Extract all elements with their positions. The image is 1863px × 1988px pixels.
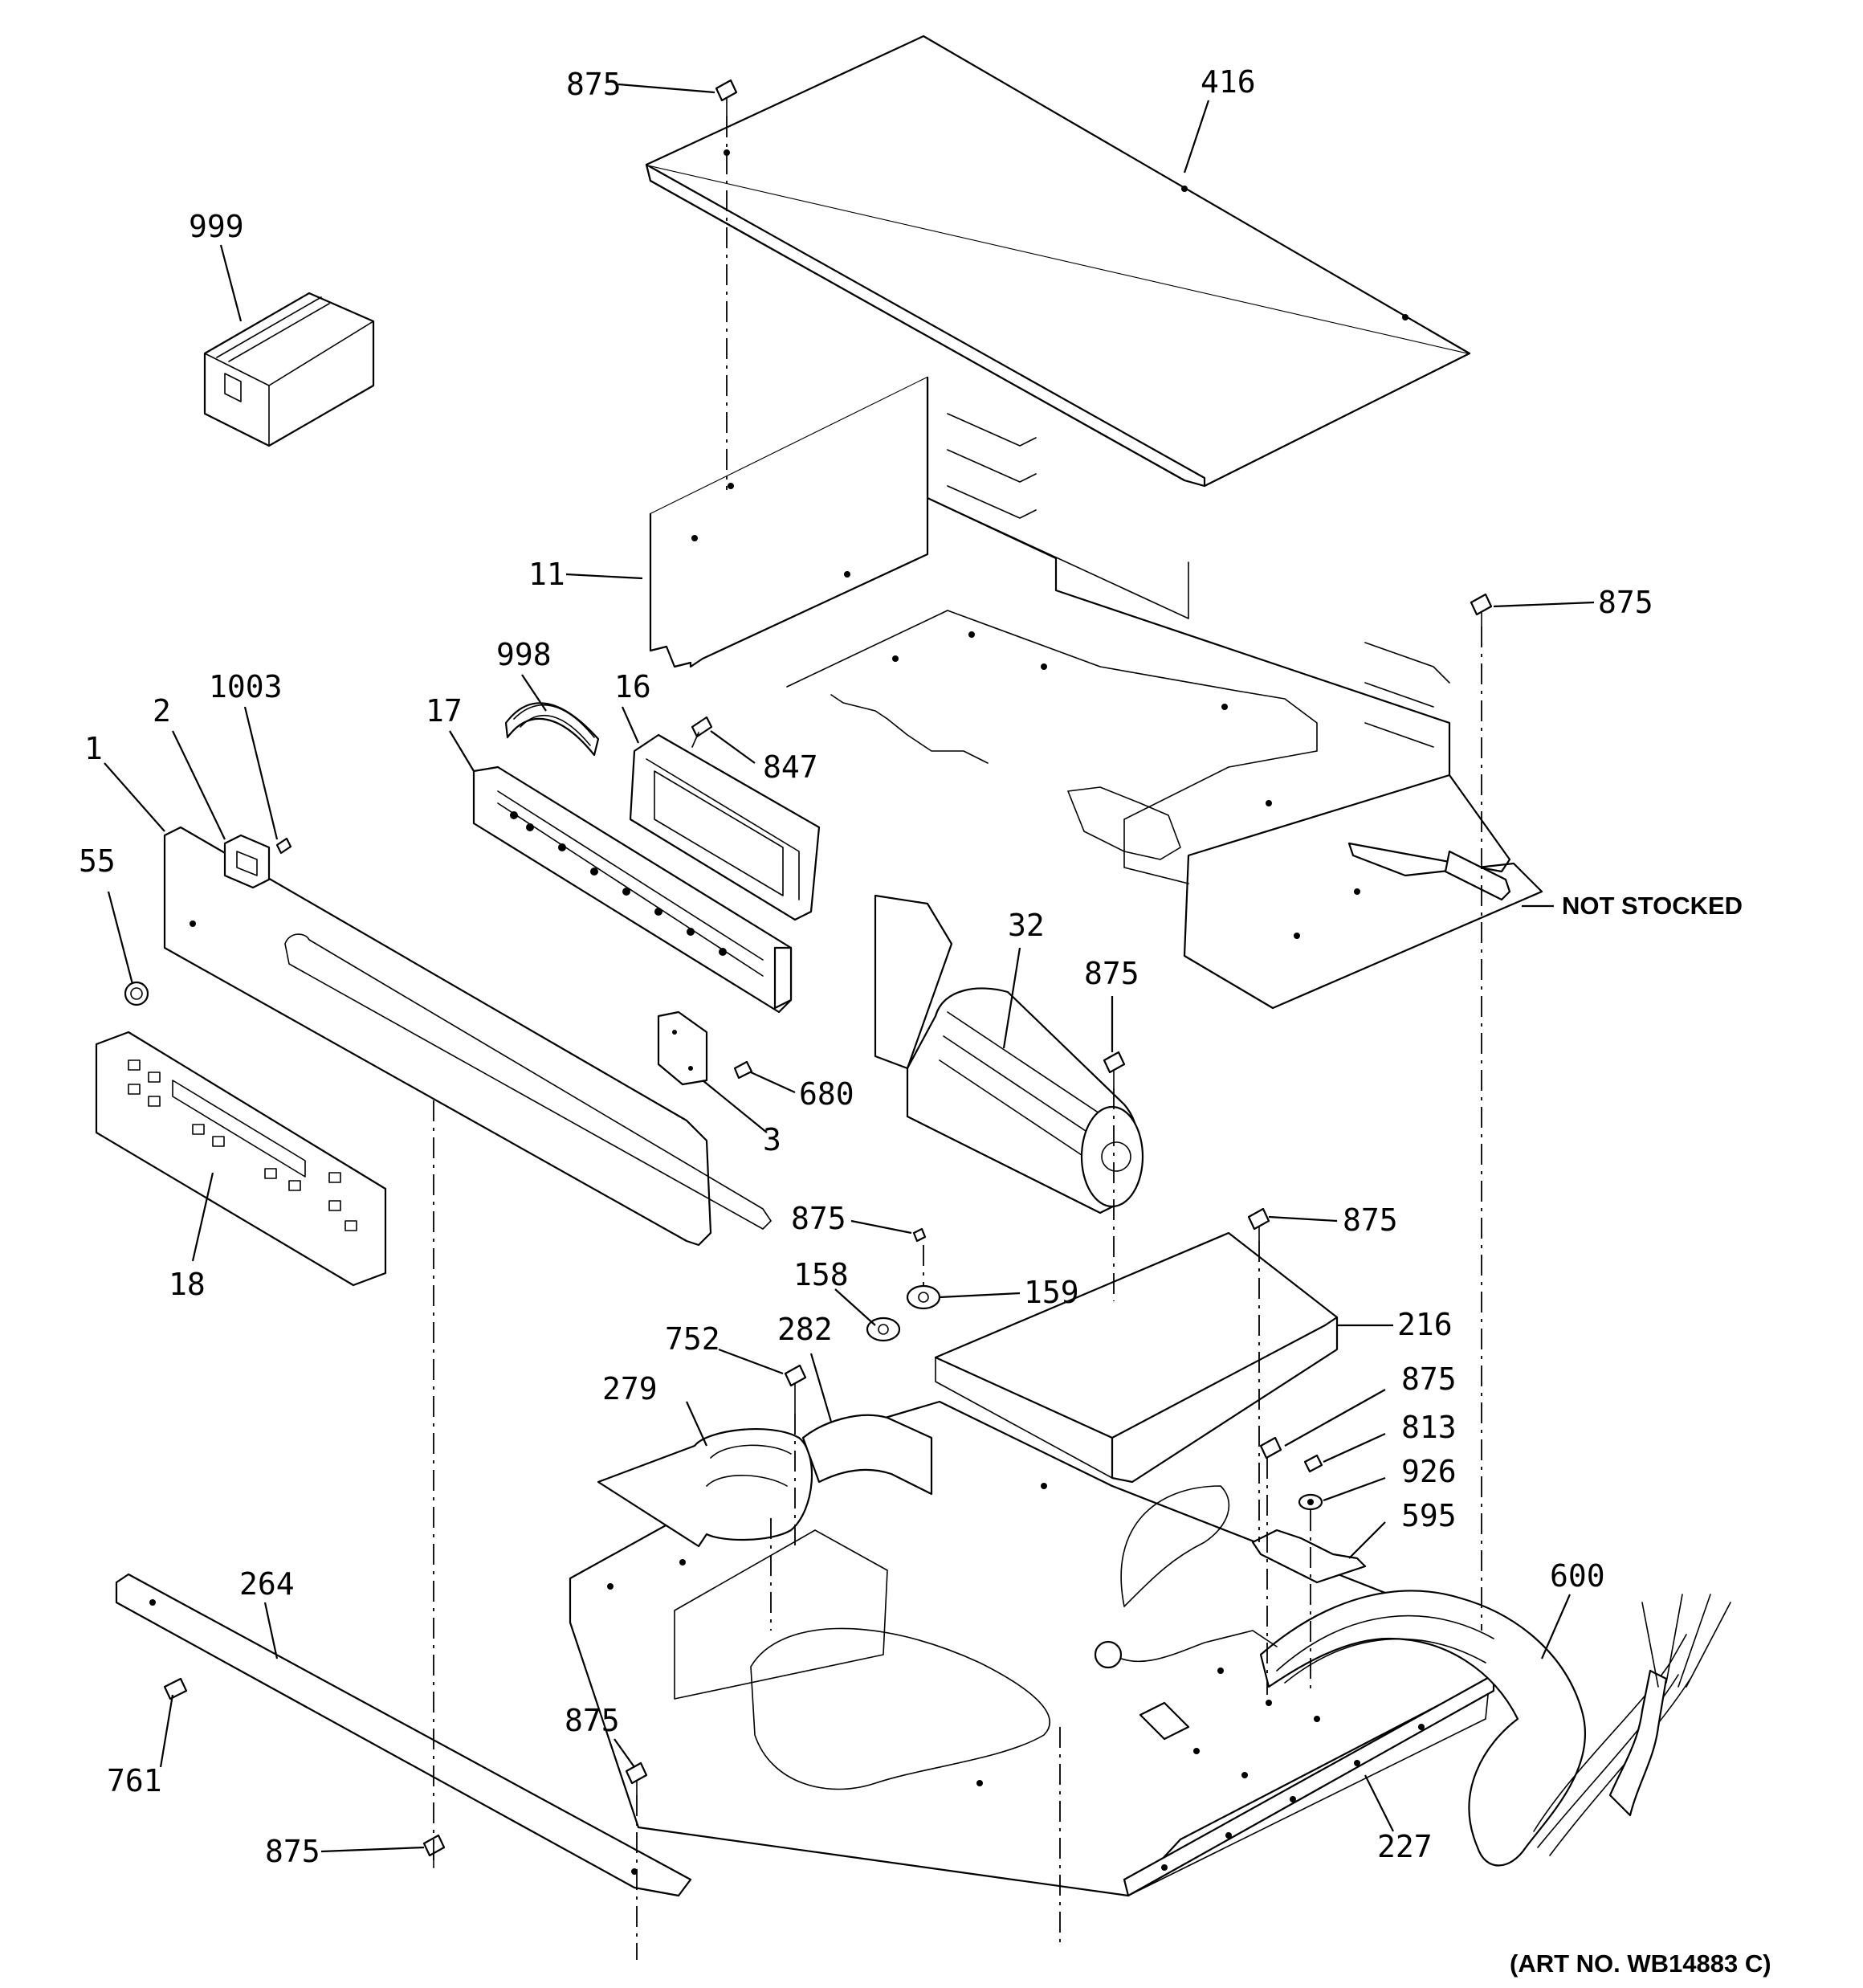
callout-875-fan: 875 [1084, 956, 1139, 991]
callout-875-216: 875 [1343, 1202, 1398, 1238]
callout-3: 3 [763, 1122, 781, 1157]
callout-279: 279 [602, 1371, 658, 1406]
callout-999: 999 [189, 209, 244, 244]
part-ribbon-cable [504, 702, 600, 757]
part-screw-813 [1303, 1454, 1323, 1473]
part-control-board [472, 765, 793, 1014]
part-screw-875-mid [912, 1227, 927, 1243]
part-power-cord [1094, 1590, 1731, 1867]
not-stocked-note: NOT STOCKED [1562, 892, 1743, 920]
callout-11: 11 [528, 557, 565, 592]
part-screw-875-216 [1247, 1207, 1270, 1242]
center-lines [433, 116, 1482, 1960]
part-screw-875-fan [1103, 1051, 1126, 1089]
part-touchpad-overlay [95, 1031, 387, 1287]
callouts: 875 416 999 11 875 998 16 17 1003 2 1 84… [79, 64, 1653, 1869]
part-air-duct [934, 1231, 1339, 1484]
callout-1003: 1003 [209, 669, 283, 704]
callout-159: 159 [1024, 1275, 1079, 1310]
part-duct-282 [801, 1414, 933, 1496]
part-screw-875-top [715, 79, 738, 117]
part-blower-fan [874, 894, 1144, 1214]
part-screw-875-813 [1259, 1436, 1282, 1459]
callout-1: 1 [84, 731, 103, 766]
callout-761: 761 [107, 1763, 162, 1798]
callout-595: 595 [1401, 1498, 1457, 1533]
part-screw-680 [733, 1060, 753, 1080]
part-knob [124, 981, 149, 1006]
part-screw-875-bottom [625, 1761, 648, 1796]
part-screw-1003 [275, 837, 292, 855]
callout-282: 282 [777, 1312, 833, 1347]
part-rear-strip [1123, 1673, 1495, 1897]
part-not-stocked-bracket [1444, 850, 1511, 901]
callout-926: 926 [1401, 1454, 1457, 1489]
callout-416: 416 [1201, 64, 1256, 100]
part-clamp-595 [1251, 1529, 1367, 1584]
callout-600: 600 [1550, 1558, 1605, 1594]
part-bracket-2 [223, 834, 271, 889]
callout-813: 813 [1401, 1410, 1457, 1445]
callout-847: 847 [763, 749, 818, 785]
callout-216: 216 [1397, 1307, 1453, 1342]
callout-32: 32 [1008, 908, 1045, 943]
leader-lines [104, 83, 1595, 1853]
callout-875-left: 875 [265, 1834, 320, 1869]
callout-16: 16 [614, 669, 651, 704]
part-screw-847 [691, 716, 713, 748]
callout-55: 55 [79, 843, 116, 879]
callout-875-813: 875 [1401, 1361, 1457, 1397]
part-top-cover [645, 35, 1471, 488]
part-outer-case [649, 376, 1543, 1010]
callout-875-bottom: 875 [565, 1703, 620, 1738]
callout-2: 2 [153, 693, 171, 729]
callout-875-top: 875 [566, 67, 622, 102]
part-washer-926 [1298, 1493, 1323, 1511]
callout-17: 17 [426, 693, 463, 729]
callout-875-right: 875 [1598, 585, 1653, 620]
part-box [203, 292, 375, 447]
part-thermostat-159 [906, 1284, 941, 1310]
part-screw-761 [163, 1677, 188, 1700]
callout-998: 998 [496, 637, 552, 672]
part-screw-752 [784, 1364, 807, 1414]
part-screw-875-right [1470, 593, 1493, 627]
part-vent-279 [597, 1427, 813, 1548]
part-bracket-3 [657, 1010, 708, 1086]
part-thermostat-158 [866, 1316, 901, 1342]
callout-227: 227 [1377, 1829, 1433, 1864]
callout-875-mid: 875 [791, 1201, 846, 1236]
art-number: (ART NO. WB14883 C) [1510, 1949, 1771, 1978]
callout-158: 158 [793, 1257, 849, 1292]
callout-264: 264 [239, 1566, 295, 1602]
callout-680: 680 [799, 1076, 854, 1112]
callout-752: 752 [665, 1321, 720, 1357]
part-kickplate [115, 1573, 692, 1897]
part-control-module [629, 733, 821, 921]
callout-18: 18 [169, 1267, 206, 1302]
